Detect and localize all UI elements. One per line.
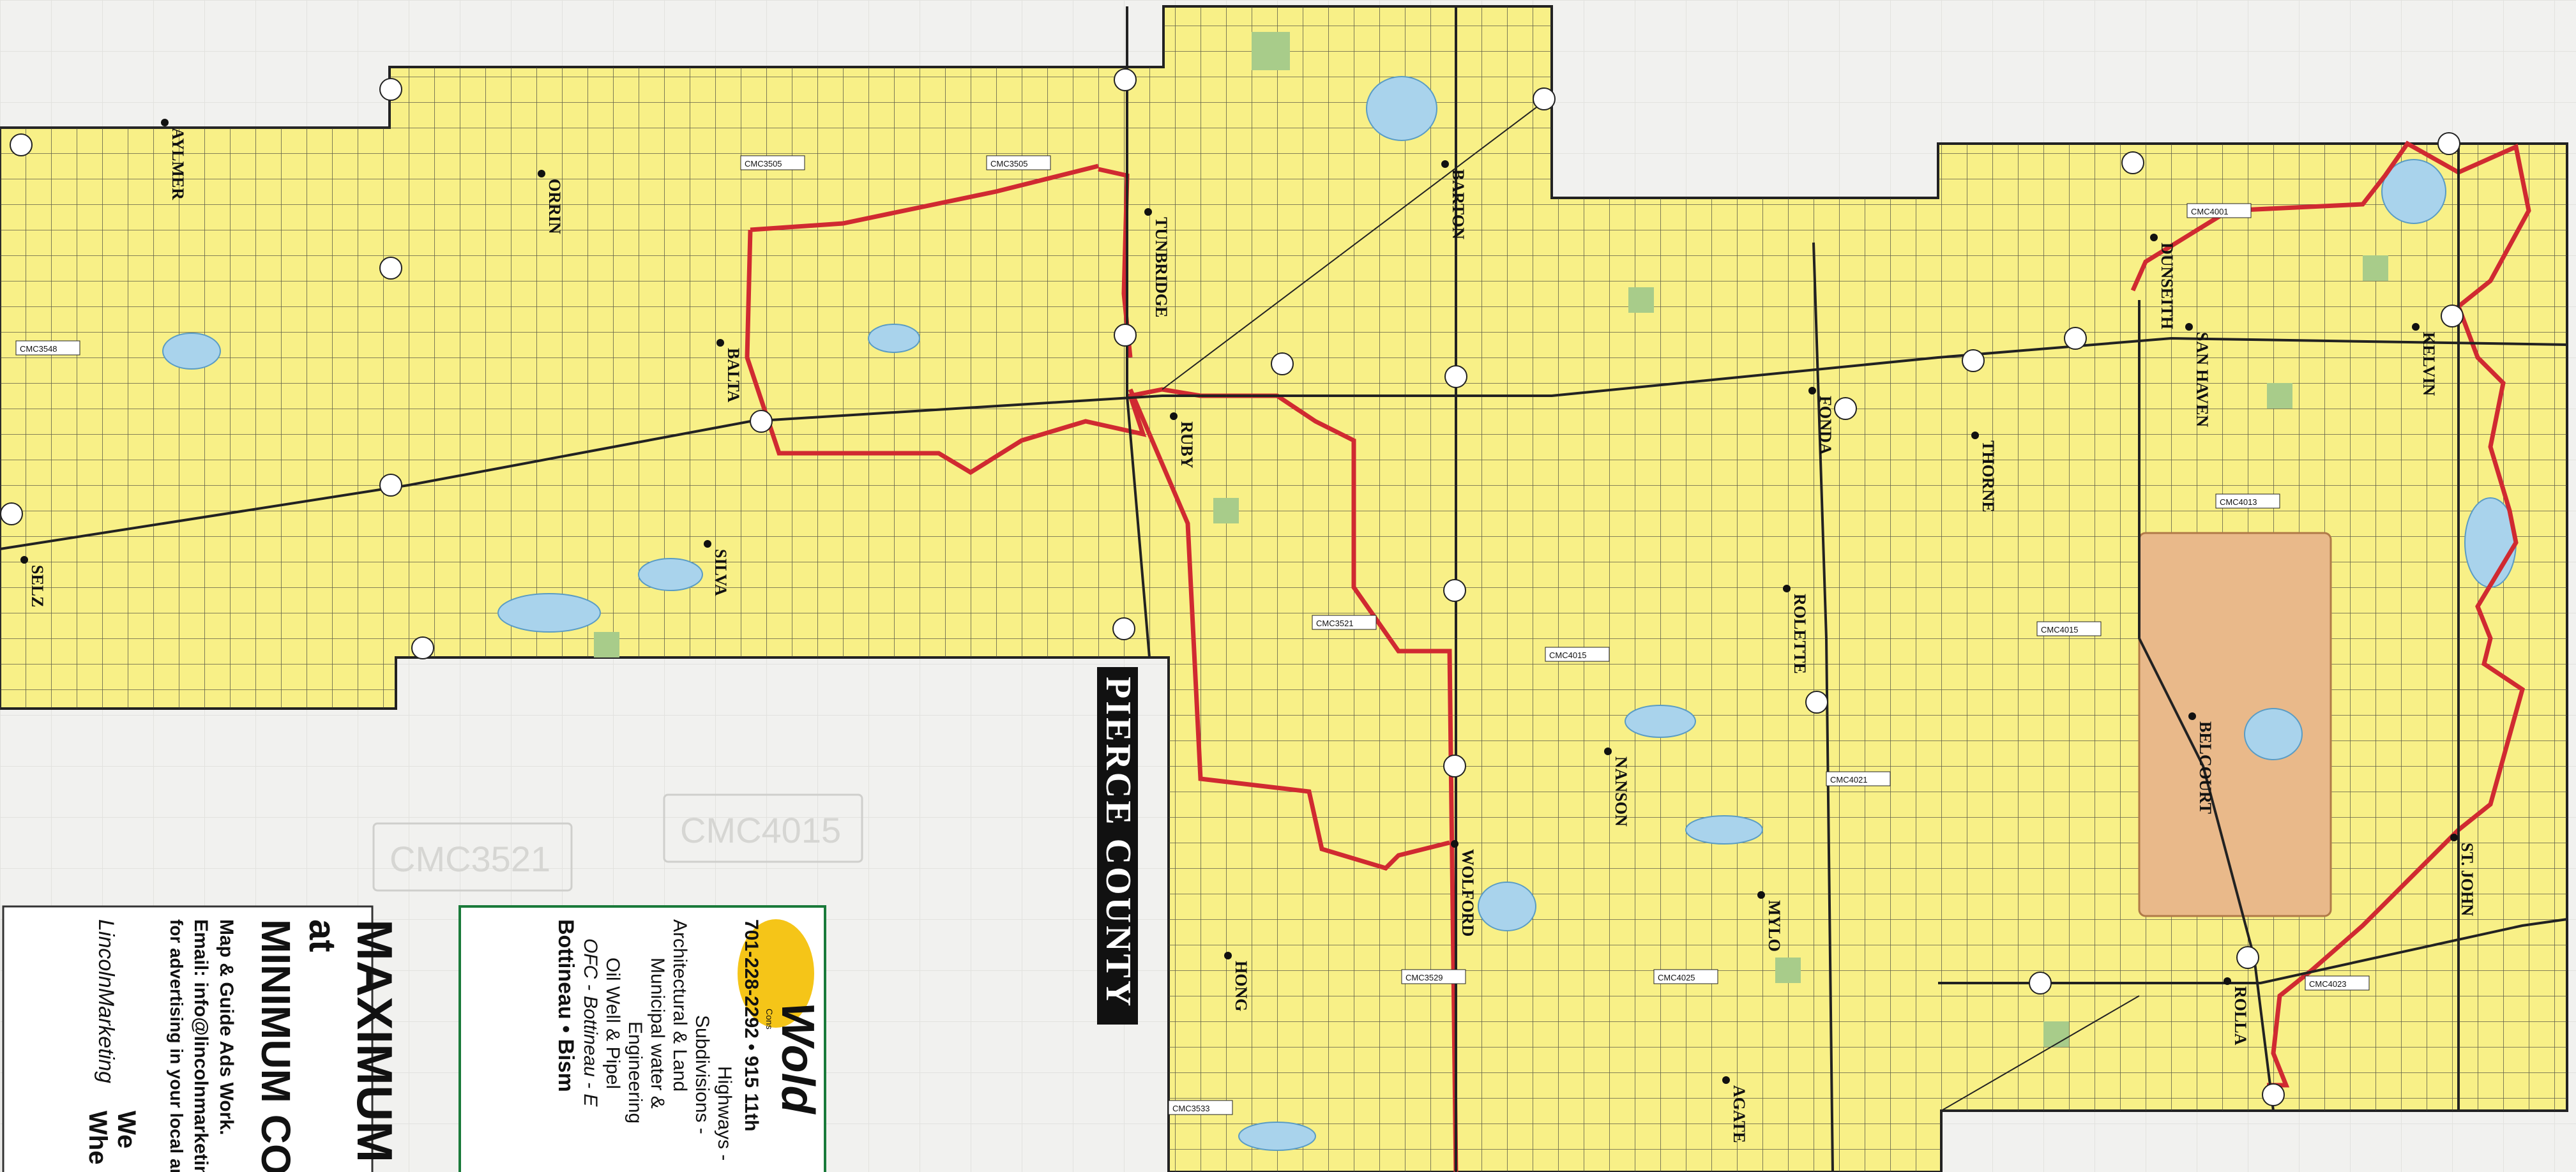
town-marker: [2224, 977, 2231, 985]
road-label: CMC3505: [990, 159, 1028, 169]
town-marker: [2150, 234, 2158, 241]
road-label: CMC4013: [2220, 497, 2257, 507]
ad-right-line-2: Subdivisions -: [692, 1015, 713, 1134]
town-marker: [1224, 952, 1232, 959]
town-marker: [1451, 840, 1458, 848]
town-marker: [716, 339, 724, 347]
road-label: CMC3521: [1316, 619, 1354, 628]
county-label-box: [1097, 667, 1138, 1025]
town-label: RUBY: [1178, 421, 1196, 469]
ad-left-line-2: Email: info@lincolnmarketin: [190, 919, 211, 1172]
town-label: MYLO: [1765, 900, 1784, 952]
town-marker: [1441, 160, 1449, 168]
town-marker: [538, 170, 545, 177]
ad-right-line-4: Municipal water &: [647, 958, 668, 1109]
ad-left-brand: LincolnMarketing: [94, 919, 118, 1083]
town-marker: [704, 540, 711, 548]
town-label: ROLETTE: [1791, 594, 1809, 674]
road-label: CMC4015: [1549, 650, 1587, 660]
town-label: FONDA: [1816, 396, 1835, 455]
town-label: TUNBRIDGE: [1152, 217, 1171, 317]
faded-road-label: CMC3521: [390, 839, 550, 879]
ad-left-headline: MAXIMUM: [347, 919, 403, 1162]
town-label: BALTA: [724, 348, 743, 402]
town-label: WOLFORD: [1458, 849, 1477, 936]
town-label: ROLLA: [2231, 986, 2250, 1046]
town-marker: [1722, 1076, 1730, 1084]
town-label: ST. JOHN: [2458, 843, 2476, 916]
ad-left-line-1: Map & Guide Ads Work.: [216, 919, 237, 1135]
wold-logo-mark: [738, 919, 814, 1028]
town-marker: [1757, 891, 1765, 899]
town-marker: [1808, 387, 1816, 394]
ad-left-tag-2: Whe: [84, 1111, 112, 1164]
town-labels: AYLMER ORRIN BALTA SILVA SELZ TUNBRIDGE RUBY BA…: [20, 119, 2476, 1143]
ad-right-line-8: Bottineau • Bism: [554, 919, 578, 1092]
ad-right-phone: 701-228-2292 • 915 11th: [741, 919, 762, 1131]
town-marker: [2412, 323, 2420, 331]
town-label: AGATE: [1730, 1085, 1748, 1143]
ad-right-line-6: Oil Well & Pipel: [602, 958, 623, 1089]
reservation-area: [2138, 532, 2332, 917]
county-land: [0, 5, 2568, 1172]
ad-right-cons: Cons: [764, 1009, 775, 1030]
road-label: CMC4021: [1830, 775, 1868, 785]
scenic-route: [745, 140, 2531, 1172]
town-label: BARTON: [1449, 169, 1467, 239]
town-label: SAN HAVEN: [2193, 332, 2211, 427]
town-label: BELCOURT: [2196, 721, 2215, 814]
ad-right-logo: Wold: [772, 1002, 823, 1115]
town-marker: [1783, 585, 1791, 592]
town-marker: [2450, 834, 2458, 841]
ad-left-line-3: for advertising in your local are: [167, 919, 186, 1172]
road-label: CMC4001: [2191, 207, 2229, 216]
town-label: KELVIN: [2420, 332, 2438, 396]
road-label: CMC3505: [745, 159, 782, 169]
ad-left-headline-3: MINIMUM COS: [253, 919, 299, 1172]
town-label: NANSON: [1612, 756, 1630, 827]
highway-shields: [0, 68, 2464, 1106]
ad-left-headline-2: at: [301, 919, 343, 952]
town-marker: [1971, 432, 1979, 439]
town-marker: [1144, 208, 1152, 216]
road-label: CMC3548: [20, 344, 57, 354]
road-label: CMC3529: [1405, 973, 1443, 982]
ad-right-line-3: Architectural & Land: [669, 919, 690, 1092]
town-marker: [20, 556, 28, 564]
water-bodies: [162, 76, 2517, 1151]
ad-right: Wold Cons 701-228-2292 • 915 11th Highwa…: [458, 905, 826, 1172]
town-label: HONG: [1232, 961, 1250, 1011]
town-marker: [1170, 412, 1178, 420]
ad-right-line-5: Engineering: [625, 1021, 646, 1123]
town-label: ORRIN: [545, 179, 564, 234]
town-marker: [2188, 712, 2196, 720]
road-label: CMC4023: [2309, 979, 2347, 989]
road-label: CMC4025: [1658, 973, 1695, 982]
road-labels: CMC3505 CMC3505 CMC3521 CMC4015 CMC4015 …: [15, 155, 2370, 1115]
town-label: SILVA: [711, 549, 730, 596]
town-marker: [1604, 748, 1612, 755]
faded-road-label: CMC4015: [680, 810, 841, 850]
town-label: AYLMER: [169, 128, 187, 200]
faded-labels: [372, 793, 863, 892]
town-label: THORNE: [1979, 440, 1997, 513]
road-label: CMC4015: [2041, 625, 2079, 635]
town-label: SELZ: [28, 565, 47, 608]
county-label: PIERCE COUNTY: [1098, 677, 1138, 1009]
ad-right-line-1: Highways -: [714, 1066, 735, 1161]
ad-left-tag-1: We: [112, 1111, 140, 1148]
town-label: DUNSEITH: [2158, 243, 2176, 329]
town-marker: [2185, 323, 2193, 331]
town-marker: [161, 119, 169, 126]
ad-right-line-7: OFC - Bottineau - E: [580, 938, 601, 1107]
green-areas: [594, 32, 2388, 1047]
road-label: CMC3533: [1172, 1104, 1210, 1113]
ad-left: MAXIMUM at MINIMUM COS Map & Guide Ads W…: [2, 905, 403, 1172]
